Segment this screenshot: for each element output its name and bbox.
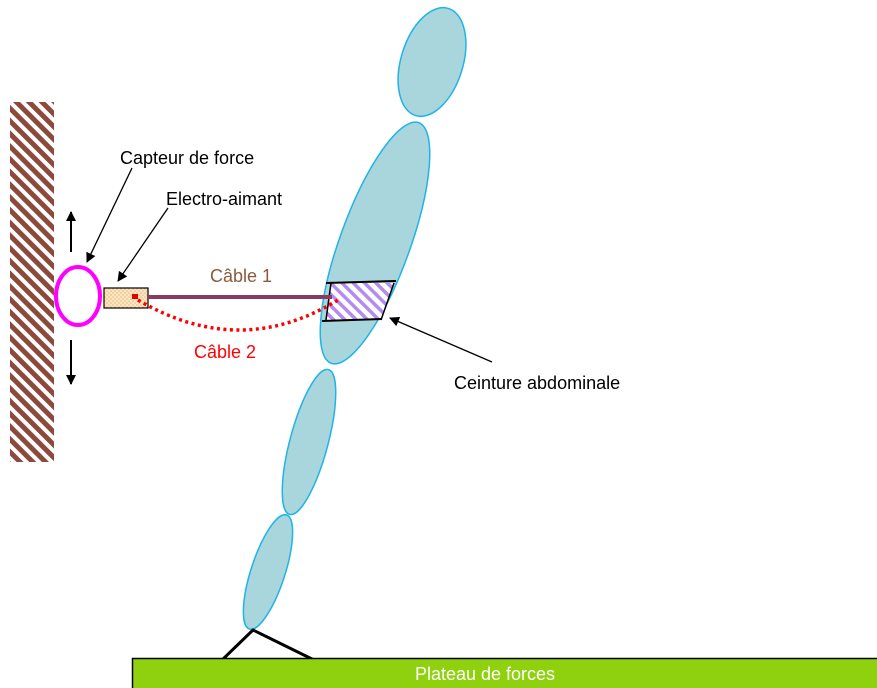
electromagnet-label: Electro-aimant — [166, 189, 282, 209]
belt-pointer-arrow — [390, 318, 492, 362]
force-sensor-label: Capteur de force — [120, 148, 254, 168]
electromagnet-contact — [132, 294, 138, 299]
thigh-segment — [271, 365, 347, 520]
cable-2 — [138, 300, 338, 330]
force-sensor — [56, 267, 100, 325]
sensor-pointer-arrow — [87, 168, 132, 262]
trunk-segment — [298, 111, 451, 376]
wall — [10, 102, 54, 462]
belt-label: Ceinture abdominale — [454, 373, 620, 393]
cable-1-label: Câble 1 — [210, 266, 272, 286]
cable-2-label: Câble 2 — [194, 342, 256, 362]
force-platform-label: Plateau de forces — [415, 664, 555, 684]
foot — [222, 630, 314, 660]
electromagnet — [104, 288, 148, 308]
head-segment — [386, 0, 478, 125]
shank-segment — [233, 510, 302, 635]
magnet-pointer-arrow — [118, 208, 168, 281]
